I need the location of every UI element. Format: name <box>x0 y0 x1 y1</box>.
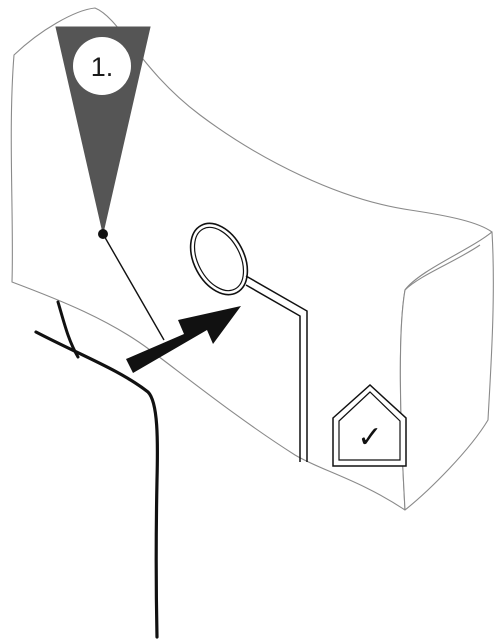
cable-icon <box>36 302 157 637</box>
checkmark-symbol: ✓ <box>357 420 382 455</box>
pointer-dot <box>98 229 108 239</box>
step-number-label: 1. <box>91 52 114 82</box>
cable-main <box>36 332 157 637</box>
